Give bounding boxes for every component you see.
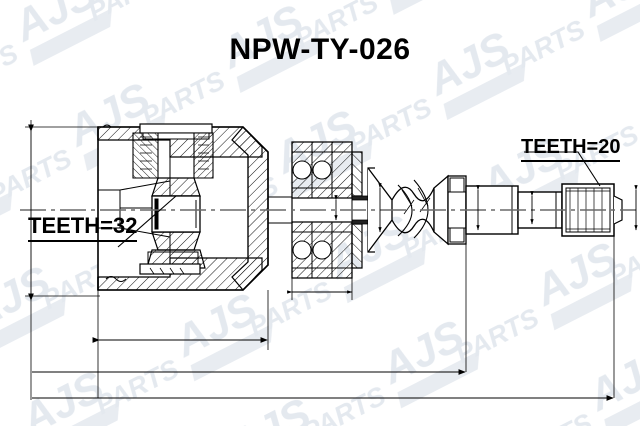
page-title: NPW-TY-026 <box>229 33 411 66</box>
teeth-inner-label: TEETH=32 <box>28 213 138 242</box>
teeth-outer-label: TEETH=20 <box>521 136 621 162</box>
